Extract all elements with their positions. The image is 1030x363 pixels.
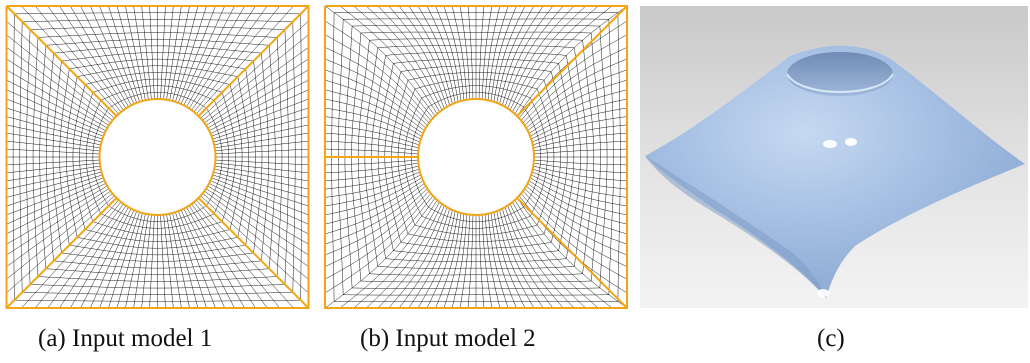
mesh-ring-line	[26, 25, 289, 289]
caption-a: (a) Input model 1	[38, 325, 213, 352]
mesh-ring-line	[79, 78, 236, 236]
specular-highlight-2	[845, 138, 857, 146]
mesh-ring-line	[92, 92, 223, 222]
mesh-ring-line	[46, 45, 269, 269]
mesh-seam-line	[516, 197, 628, 309]
mesh-hole-boundary	[417, 98, 535, 216]
mesh-a-canvas	[5, 5, 310, 309]
panel-b-input-model-2	[323, 5, 629, 309]
mesh-radial-line	[443, 5, 465, 101]
mesh-radial-line	[451, 214, 468, 309]
mesh-ring-line	[19, 19, 296, 295]
mesh-hole-boundary	[98, 98, 217, 216]
mesh-radial-line	[426, 5, 459, 102]
mesh-ring-line	[52, 52, 263, 262]
mesh-radial-line	[487, 5, 509, 101]
surface-hole	[787, 52, 893, 96]
panel-a-input-model-1	[5, 5, 310, 309]
surface-shape	[645, 45, 1025, 298]
mesh-seam-line	[516, 5, 628, 117]
mesh-seam-line	[5, 197, 118, 309]
mesh-ring-line	[39, 38, 276, 276]
mesh-radial-line	[484, 214, 501, 309]
mesh-ring-line	[85, 85, 230, 229]
mesh-radial-line	[493, 5, 526, 102]
mesh-seam-line	[197, 5, 310, 117]
caption-c: (c)	[817, 325, 845, 352]
panel-c-rendered-surface	[640, 6, 1028, 308]
mesh-radial-line	[493, 212, 526, 309]
mesh-radial-line	[484, 5, 501, 100]
mesh-radial-line	[487, 213, 509, 309]
mesh-ring-line	[72, 72, 243, 242]
mesh-seam-line	[197, 197, 310, 309]
surface-render	[640, 6, 1028, 308]
surface-lower-shading	[645, 156, 826, 298]
caption-b: (b) Input model 2	[360, 325, 536, 352]
mesh-seam-line	[5, 5, 118, 117]
specular-highlight-3	[817, 289, 829, 297]
specular-highlight-1	[823, 140, 837, 148]
surface-hole-rim	[786, 73, 894, 93]
mesh-b-canvas	[324, 5, 628, 309]
mesh-radial-line	[443, 213, 465, 309]
mesh-radial-line	[451, 5, 468, 100]
mesh-ring-line	[66, 65, 249, 249]
mesh-ring-line	[32, 32, 283, 282]
mesh-radial-line	[426, 212, 459, 309]
mesh-ring-line	[59, 58, 256, 256]
mesh-ring-line	[12, 12, 303, 302]
